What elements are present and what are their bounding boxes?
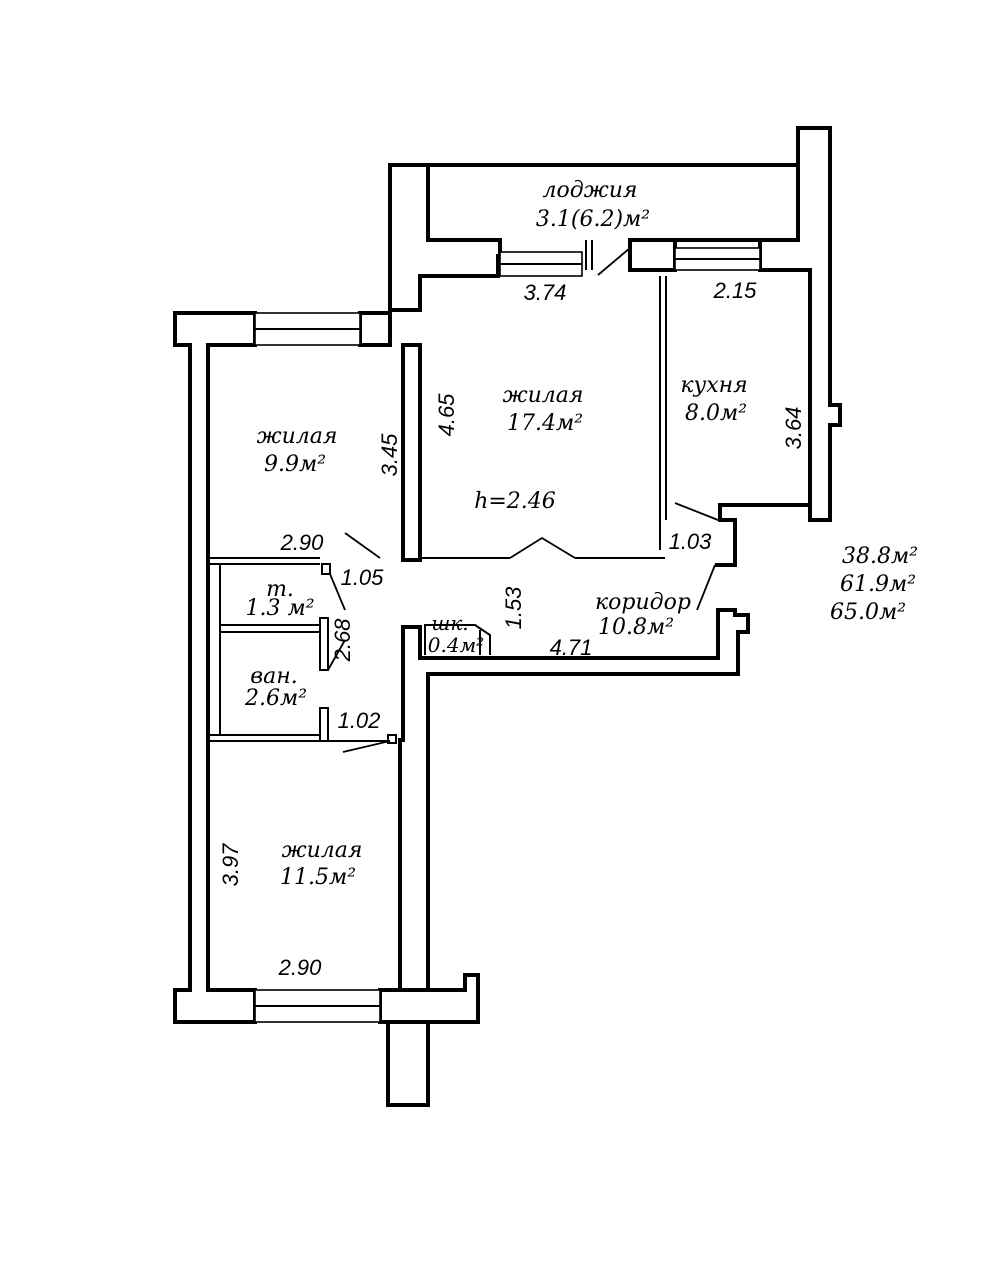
- living1-height: h=2.46: [474, 489, 556, 514]
- dim-living1-depth: 4.65: [434, 393, 459, 437]
- living1-name: жилая: [503, 383, 584, 408]
- dim-living2-depth: 3.45: [377, 433, 402, 477]
- door-bath: [327, 639, 346, 671]
- loggia-name: лоджия: [543, 178, 638, 203]
- area-totals: 38.8м² 61.9м² 65.0м²: [830, 544, 918, 625]
- toilet-area: 1.3 м²: [245, 596, 314, 621]
- bath-area: 2.6м²: [244, 686, 307, 711]
- dim-living2-width: 2.90: [280, 530, 325, 555]
- partition-toilet-door-post: [321, 563, 331, 575]
- dim-kitchen-width: 2.15: [713, 278, 758, 303]
- left-wing-wall: [173, 311, 257, 1024]
- bath-name: ван.: [250, 664, 297, 689]
- room-labels: лоджия 3.1(6.2)м² жилая 17.4м² h=2.46 ку…: [244, 178, 748, 890]
- door-living2: [344, 532, 381, 559]
- windows: [254, 247, 761, 1023]
- total-living: 38.8м²: [842, 544, 918, 569]
- dim-corridor-1-02: 1.02: [338, 708, 381, 733]
- dim-living3-width: 2.90: [278, 955, 323, 980]
- living1-area: 17.4м²: [507, 411, 583, 436]
- living3-name: жилая: [282, 838, 363, 863]
- kitchen-name: кухня: [680, 373, 747, 398]
- partition-bedroom-door-post: [387, 734, 397, 744]
- partition-bath-stub: [319, 617, 329, 671]
- closet-outline: [424, 624, 491, 655]
- door-kitchen: [674, 502, 719, 521]
- left-wing-top: [358, 311, 392, 347]
- dim-corridor-1-53: 1.53: [501, 586, 526, 630]
- partitions: [208, 238, 677, 744]
- dim-wet-length: 2.68: [330, 618, 355, 663]
- door-living1-double: [509, 536, 576, 559]
- dim-living1-width: 3.74: [524, 280, 567, 305]
- total-with-loggia: 65.0м²: [830, 600, 906, 625]
- corridor-bottom-wall: [378, 608, 750, 1107]
- kitchen-area: 8.0м²: [685, 401, 747, 426]
- door-toilet: [329, 573, 346, 611]
- loggia-area: 3.1(6.2)м²: [536, 207, 650, 232]
- loggia-pier: [628, 238, 677, 272]
- dim-corridor-1-05: 1.05: [341, 565, 385, 590]
- corridor-area: 10.8м²: [598, 615, 674, 640]
- loggia-wall: [388, 163, 502, 312]
- walls: [173, 126, 842, 1107]
- living3-area: 11.5м²: [280, 865, 356, 890]
- closet-area: 0.4м²: [428, 633, 484, 657]
- living2-area: 9.9м²: [264, 452, 326, 477]
- dim-kitchen-depth: 3.64: [781, 407, 806, 450]
- living2-name: жилая: [257, 424, 338, 449]
- door-corridor-right: [696, 564, 716, 611]
- corridor-name: коридор: [595, 590, 691, 615]
- center-wall: [401, 343, 422, 562]
- toilet-name: т.: [266, 577, 294, 602]
- dim-living3-depth: 3.97: [218, 843, 243, 887]
- door-living3: [342, 740, 391, 753]
- dimension-labels: 3.74 2.15 4.65 3.64 3.45 2.90 1.05 1.03 …: [218, 278, 806, 980]
- dim-corridor-length: 4.71: [550, 635, 593, 660]
- closet-name: шк.: [431, 611, 468, 635]
- doors: [327, 247, 719, 753]
- partition-bath-door-post: [319, 707, 329, 742]
- dim-corridor-1-03: 1.03: [669, 529, 713, 554]
- door-loggia: [597, 247, 631, 276]
- total-general: 61.9м²: [840, 572, 916, 597]
